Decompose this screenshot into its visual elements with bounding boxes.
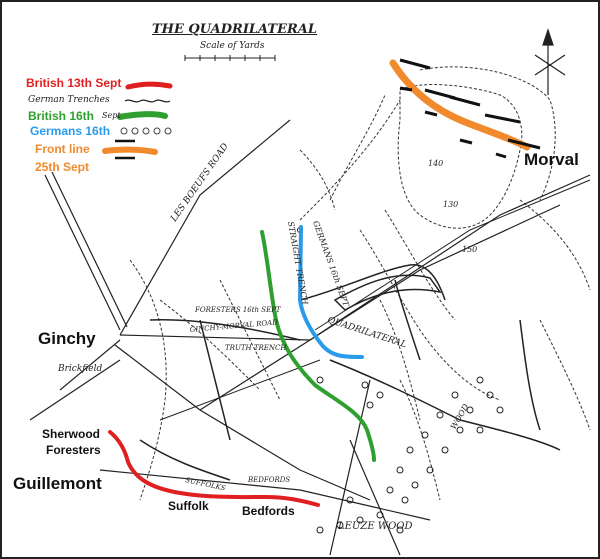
legend-front-line: Front line <box>35 142 90 156</box>
road <box>29 359 121 421</box>
contour-150-label: 150 <box>462 245 477 254</box>
contour-lines <box>129 66 591 501</box>
scale-label: Scale of Yards <box>200 41 265 51</box>
contour-line <box>539 319 591 431</box>
german-trench <box>139 439 231 481</box>
british-13-sept-line <box>108 430 320 507</box>
contour-line <box>379 299 421 421</box>
road <box>119 119 291 336</box>
north-arrow-icon <box>534 28 566 95</box>
road <box>119 174 591 341</box>
woods <box>297 227 504 534</box>
legend-british-16-suffix: Sept <box>102 111 121 120</box>
legend-orange-swatch <box>102 146 158 155</box>
road <box>349 439 401 556</box>
road <box>114 344 371 501</box>
place-foresters: Foresters <box>46 443 101 457</box>
contour-line <box>129 259 167 501</box>
foresters-16-label: FORESTERS 16th SEPT <box>194 306 282 314</box>
legend-british-13: British 13th Sept <box>26 76 122 90</box>
germans-16-line <box>297 225 364 359</box>
front-line-markers <box>399 58 541 159</box>
contour-line <box>397 84 523 229</box>
les-boeufs-road <box>44 174 121 331</box>
roads <box>29 119 591 556</box>
contour-line <box>329 94 386 201</box>
contour-line <box>519 199 591 291</box>
legend-front-line-date: 25th Sept <box>35 160 90 174</box>
road <box>59 339 121 391</box>
contour-line <box>219 279 281 401</box>
contour-line <box>399 379 441 501</box>
legend-trench-swatch <box>124 99 171 103</box>
leuze-wood-label: LEUZE WOOD <box>337 521 413 532</box>
place-morval: Morval <box>524 150 579 169</box>
contour-140-label: 140 <box>428 159 443 168</box>
legend-green-swatch <box>117 111 168 120</box>
suffolks-label: SUFFOLKS <box>185 476 227 492</box>
place-suffolk: Suffolk <box>168 499 209 513</box>
contour-line <box>384 209 456 321</box>
bedfords-small-label: BEDFORDS <box>247 476 290 484</box>
brickfield-label: Brickfield <box>57 364 102 374</box>
place-bedfords: Bedfords <box>242 504 295 518</box>
contour-line <box>419 66 556 201</box>
legend-germans-16: Germans 16th <box>30 124 111 138</box>
place-guillemont: Guillemont <box>13 474 102 493</box>
place-ginchy: Ginchy <box>38 329 96 348</box>
legend-british-16: British 16th <box>28 109 95 123</box>
contour-line <box>359 229 501 401</box>
german-trenches <box>139 264 561 481</box>
straight-trench-label: STRAIGHT TRENCH <box>286 221 310 307</box>
map-title: THE QUADRILATERAL <box>152 22 318 37</box>
german-trench <box>329 359 561 451</box>
railway <box>159 179 591 421</box>
les-boeufs-road-edge <box>51 171 128 328</box>
quadrilateral-label: QUADRILATERAL <box>326 315 408 350</box>
contour-130-label: 130 <box>443 200 458 209</box>
road <box>99 469 431 521</box>
truth-trench-label: TRUTH TRENCH <box>225 344 287 352</box>
road <box>199 204 561 411</box>
legend-blue-swatch <box>120 127 172 135</box>
contour-line <box>299 149 336 211</box>
scale-bar <box>184 55 276 61</box>
german-trench <box>199 319 231 441</box>
contour-line <box>299 99 401 221</box>
german-trench <box>149 319 301 341</box>
les-boeufs-road-label: LES BOEUFS ROAD <box>169 142 231 225</box>
german-trench <box>519 319 541 431</box>
contour-line <box>159 299 261 391</box>
front-line-25-sept <box>389 59 531 151</box>
quadrilateral-block <box>333 274 442 311</box>
legend-german-trenches: German Trenches <box>28 95 110 105</box>
german-trench <box>394 279 421 361</box>
legend-swatches <box>102 81 173 160</box>
legend-red-swatch <box>125 81 173 90</box>
place-sherwood: Sherwood <box>42 427 101 441</box>
german-trench <box>299 264 446 301</box>
british-16-line <box>260 230 376 462</box>
